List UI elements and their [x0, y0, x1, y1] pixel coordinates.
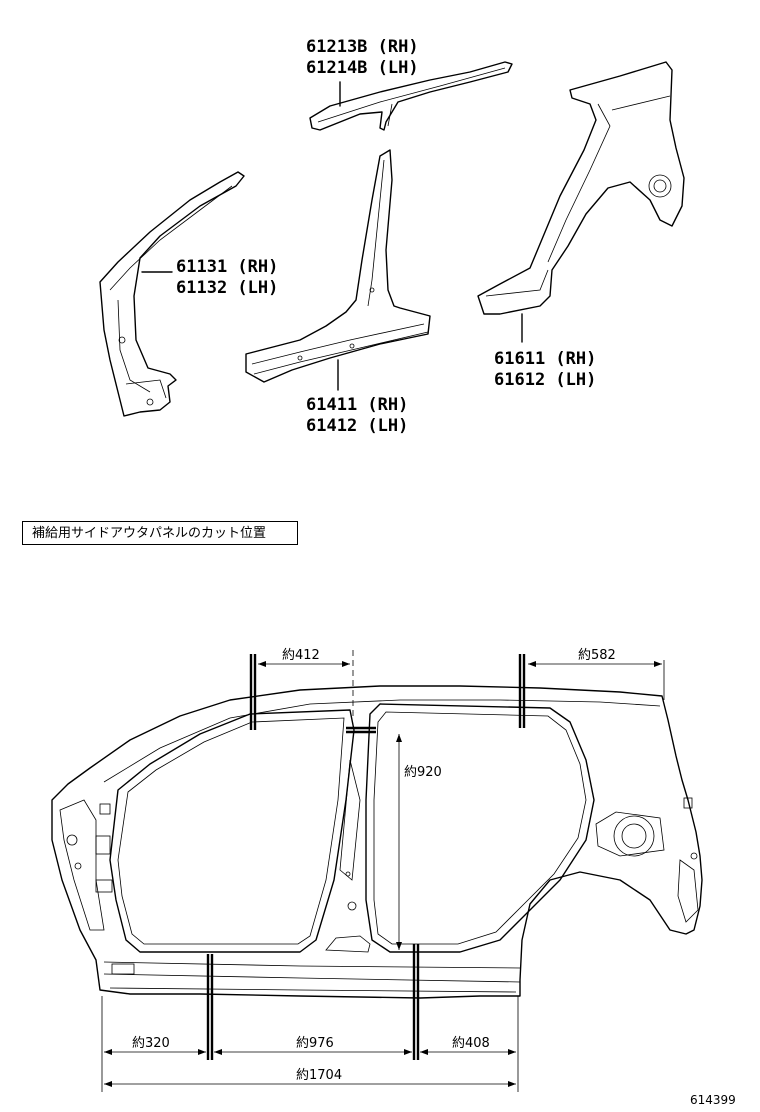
dimension-arrows	[104, 661, 662, 1087]
part-label-roof-rh: 61213B (RH)	[306, 37, 419, 57]
quarter-panel-part	[477, 61, 685, 343]
part-label-quarter-lh: 61612 (LH)	[494, 370, 596, 390]
side-outer-panel	[51, 685, 703, 999]
dim-pillar-height: 約920	[404, 765, 442, 780]
caption-box: 補給用サイドアウタパネルのカット位置	[22, 521, 298, 545]
dim-rear-sill: 約408	[452, 1036, 490, 1051]
dim-total-length: 約1704	[296, 1068, 342, 1083]
part-label-front-pillar-lh: 61132 (LH)	[176, 278, 278, 298]
part-label-front-pillar-rh: 61131 (RH)	[176, 257, 278, 277]
part-label-quarter-rh: 61611 (RH)	[494, 349, 596, 369]
dim-rear-roof: 約582	[578, 648, 616, 663]
roof-rail-part	[309, 61, 513, 131]
dim-front-roof: 約412	[282, 648, 320, 663]
cut-lines	[101, 650, 665, 1092]
front-pillar-part	[99, 171, 245, 417]
part-label-roof-lh: 61214B (LH)	[306, 58, 419, 78]
diagram-id: 614399	[690, 1093, 736, 1107]
part-label-center-pillar-rh: 61411 (RH)	[306, 395, 408, 415]
dim-front-sill: 約320	[132, 1036, 170, 1051]
center-pillar-part	[245, 149, 431, 391]
part-label-center-pillar-lh: 61412 (LH)	[306, 416, 408, 436]
dim-mid-sill: 約976	[296, 1036, 334, 1051]
